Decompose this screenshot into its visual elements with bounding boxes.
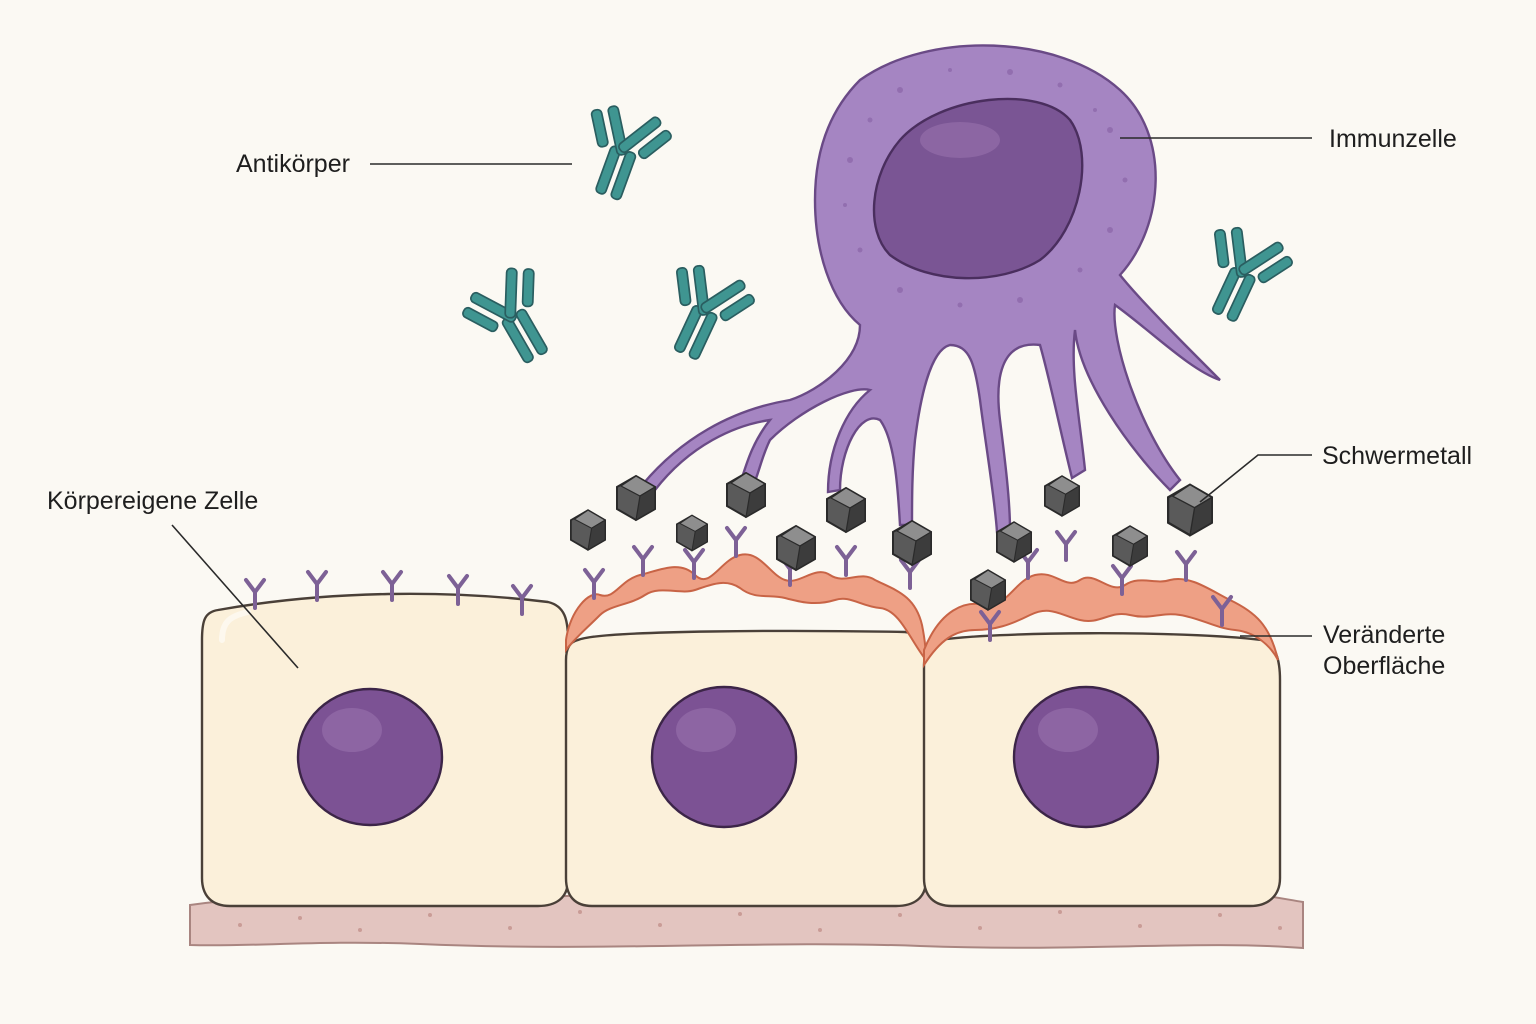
antibody-icon (1182, 213, 1301, 336)
label-altered-surface-2: Oberfläche (1323, 652, 1445, 680)
heavy-metal-icon (826, 487, 866, 533)
heavy-metal-icon (1112, 525, 1148, 567)
altered-cell-2 (922, 573, 1282, 908)
altered-cell-1 (564, 553, 928, 908)
heavy-metal-icon (1044, 475, 1080, 517)
altered-surface-1 (565, 553, 928, 663)
altered-cell-1-nucleus (650, 685, 798, 829)
heavy-metal-icon (675, 514, 709, 552)
altered-cell-2-nucleus (1012, 685, 1160, 829)
heavy-metal-icon (776, 525, 816, 571)
own-cell (200, 570, 570, 908)
heavy-metal-icon (996, 521, 1032, 563)
heavy-metal-icon (570, 509, 606, 551)
antibody-icon (451, 255, 574, 381)
leader-lines (171, 137, 1312, 669)
label-immune-cell: Immunzelle (1329, 125, 1457, 153)
immune-cell (641, 44, 1221, 534)
heavy-metal-icon (726, 472, 766, 518)
heavy-metal-icon (892, 520, 932, 566)
antibody-icon (644, 251, 763, 374)
immune-cell-nucleus (872, 97, 1084, 280)
own-cell-nucleus (296, 687, 444, 827)
antibody-icon (564, 93, 679, 212)
heavy-metal-icon (970, 569, 1006, 611)
label-antibody: Antikörper (236, 150, 350, 178)
heavy-metal-icon (616, 475, 656, 521)
label-altered-surface-1: Veränderte (1323, 621, 1445, 649)
altered-surface-2 (923, 573, 1279, 669)
heavy-metal-icon (1167, 483, 1213, 537)
label-own-cell: Körpereigene Zelle (47, 487, 258, 515)
label-heavy-metal: Schwermetall (1322, 442, 1472, 470)
